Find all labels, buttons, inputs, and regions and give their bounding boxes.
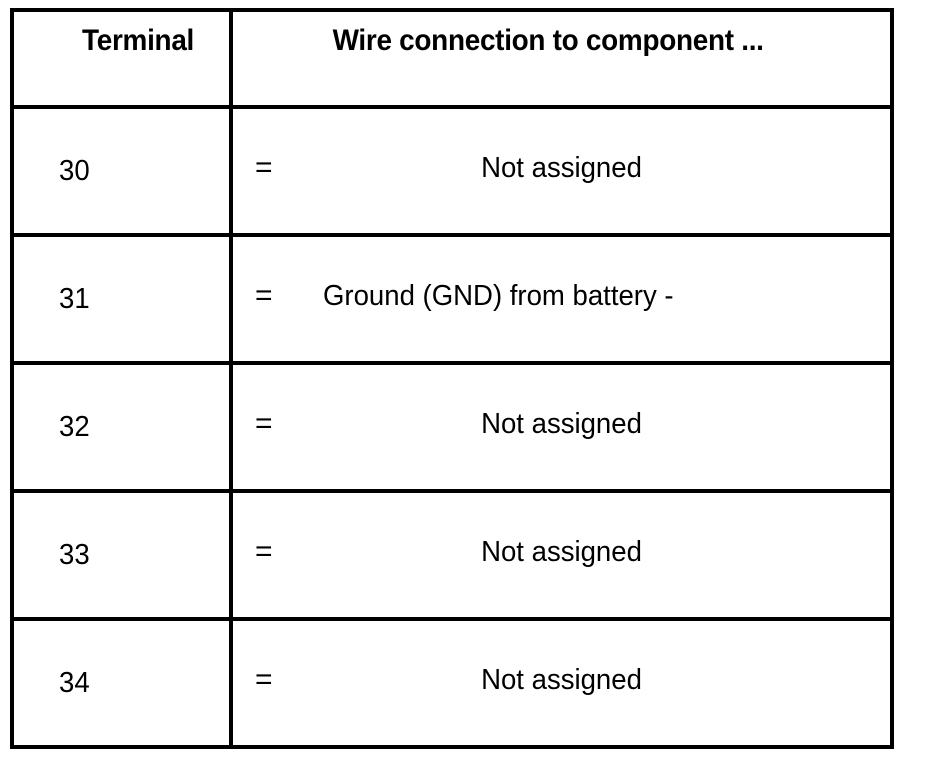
wire-cell-inner: = Ground (GND) from battery - (233, 237, 890, 361)
wire-connection-description: Ground (GND) from battery - (323, 280, 674, 312)
terminal-number: 30 (59, 155, 90, 187)
wire-cell-inner: = Not assigned (233, 109, 890, 233)
table-row: 30 = Not assigned (10, 105, 894, 237)
wire-cell-inner: = Not assigned (233, 621, 890, 745)
column-header-terminal-label: Terminal (82, 24, 195, 57)
wire-connection-cell: = Ground (GND) from battery - (229, 233, 894, 365)
terminal-cell: 31 (10, 233, 233, 365)
column-header-terminal-inner: Terminal (14, 12, 229, 56)
wire-connection-description: Not assigned (481, 408, 642, 440)
terminal-assignment-table: Terminal Wire connection to component ..… (10, 8, 894, 749)
equals-icon: = (255, 151, 273, 184)
wire-connection-cell: = Not assigned (229, 489, 894, 621)
terminal-cell: 32 (10, 361, 233, 493)
table-row: 33 = Not assigned (10, 489, 894, 621)
wire-connection-description: Not assigned (481, 664, 642, 696)
table-row: 32 = Not assigned (10, 361, 894, 493)
column-header-wire: Wire connection to component ... (229, 8, 894, 109)
column-header-terminal: Terminal (10, 8, 233, 109)
terminal-cell: 30 (10, 105, 233, 237)
terminal-number: 32 (59, 411, 90, 443)
terminal-cell: 34 (10, 617, 233, 749)
terminal-number: 31 (59, 283, 90, 315)
equals-icon: = (255, 407, 273, 440)
wire-cell-inner: = Not assigned (233, 365, 890, 489)
table-row: 31 = Ground (GND) from battery - (10, 233, 894, 365)
table-header-row: Terminal Wire connection to component ..… (10, 8, 894, 109)
terminal-cell: 33 (10, 489, 233, 621)
wire-connection-description: Not assigned (481, 152, 642, 184)
wire-cell-inner: = Not assigned (233, 493, 890, 617)
terminal-cell-inner: 32 (14, 365, 229, 442)
wire-connection-cell: = Not assigned (229, 361, 894, 493)
table-body: 30 = Not assigned 31 (10, 105, 894, 749)
equals-icon: = (255, 279, 273, 312)
terminal-number: 34 (59, 667, 90, 699)
column-header-wire-label: Wire connection to component ... (332, 24, 764, 57)
wire-connection-cell: = Not assigned (229, 105, 894, 237)
terminal-cell-inner: 33 (14, 493, 229, 570)
terminal-cell-inner: 31 (14, 237, 229, 314)
terminal-number: 33 (59, 539, 90, 571)
equals-icon: = (255, 535, 273, 568)
column-header-wire-inner: Wire connection to component ... (233, 12, 890, 56)
wire-connection-cell: = Not assigned (229, 617, 894, 749)
equals-icon: = (255, 663, 273, 696)
terminal-cell-inner: 30 (14, 109, 229, 186)
terminal-cell-inner: 34 (14, 621, 229, 698)
wire-connection-description: Not assigned (481, 536, 642, 568)
table-header: Terminal Wire connection to component ..… (10, 8, 894, 109)
terminal-assignment-table-container: Terminal Wire connection to component ..… (10, 8, 894, 749)
table-row: 34 = Not assigned (10, 617, 894, 749)
